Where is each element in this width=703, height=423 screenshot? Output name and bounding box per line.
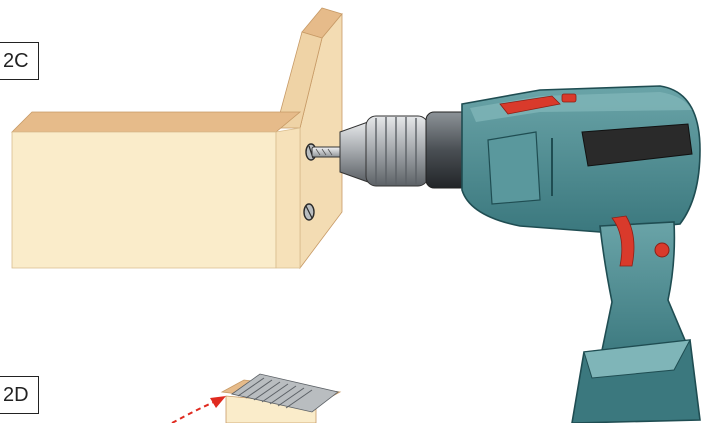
wood-board — [11, 7, 343, 270]
screw-icon — [303, 203, 315, 221]
drill-top-accent — [499, 95, 561, 115]
drill-switch-icon — [561, 93, 577, 103]
step-2d-assembly — [171, 373, 342, 423]
wood-board-face — [11, 131, 277, 269]
step-label-2d: 2D — [0, 376, 39, 414]
wood-board-end — [275, 127, 301, 269]
chuck-icon — [339, 111, 473, 189]
drill-vent-grip — [581, 123, 693, 167]
step-label-2c: 2C — [0, 42, 39, 80]
panel-stack-2d — [231, 373, 339, 413]
drill-body-highlight — [470, 92, 692, 122]
guide-arrow-icon — [171, 396, 226, 423]
drill-side-panel — [487, 131, 541, 205]
wood-board-top — [11, 111, 302, 133]
drill-handle — [598, 221, 692, 361]
drill-battery-top — [583, 339, 691, 379]
power-drill — [311, 85, 701, 423]
drill-trigger-icon — [611, 215, 635, 267]
drill-direction-button-icon — [654, 242, 670, 258]
